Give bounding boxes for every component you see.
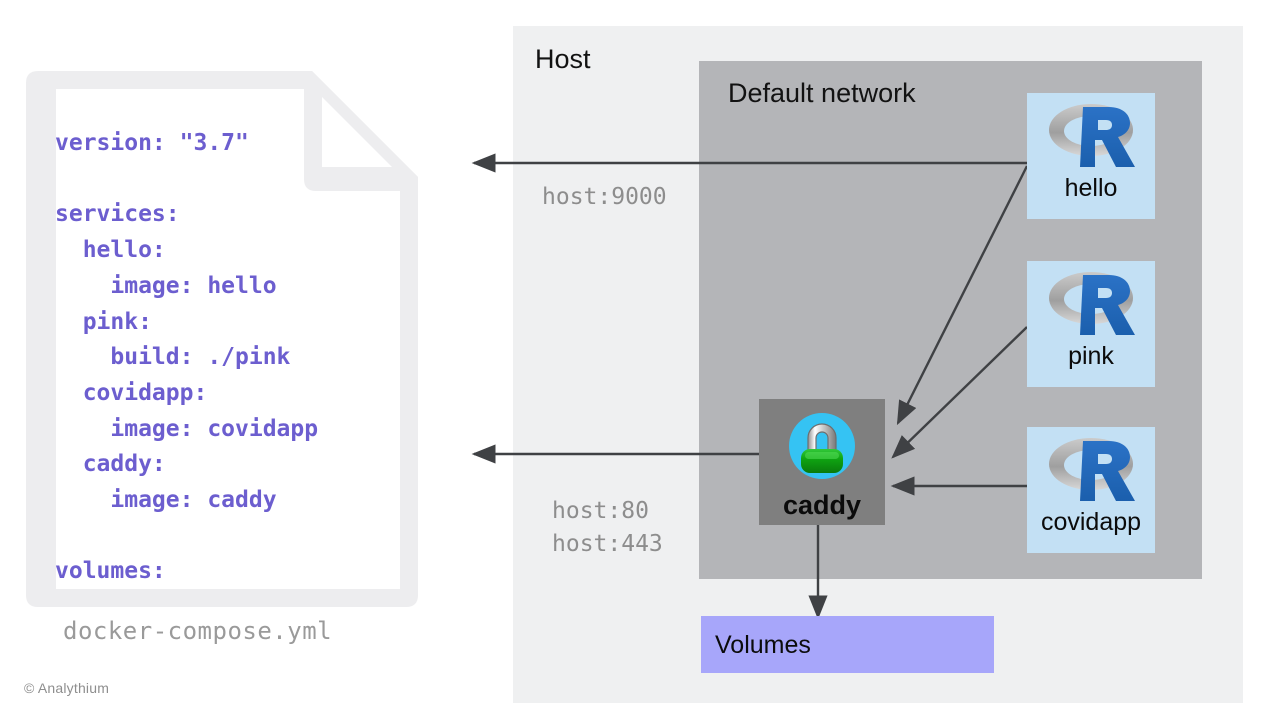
caddy-padlock-icon bbox=[780, 404, 864, 493]
container-label-hello: hello bbox=[1064, 174, 1118, 202]
container-box-hello[interactable]: hello bbox=[1027, 93, 1155, 219]
docker-compose-document-card: version: "3.7" services: hello: image: h… bbox=[22, 61, 428, 611]
volumes-box[interactable] bbox=[701, 616, 994, 673]
container-box-pink[interactable]: pink bbox=[1027, 261, 1155, 387]
r-logo-icon bbox=[1043, 431, 1139, 512]
document-filename-label: docker-compose.yml bbox=[63, 617, 333, 645]
container-box-covidapp[interactable]: covidapp bbox=[1027, 427, 1155, 553]
port-label-host-80-443: host:80 host:443 bbox=[552, 498, 663, 557]
yaml-source-text: version: "3.7" services: hello: image: h… bbox=[55, 130, 319, 585]
r-logo-icon bbox=[1043, 97, 1139, 178]
container-label-covidapp: covidapp bbox=[1040, 508, 1142, 536]
default-network-label: Default network bbox=[728, 78, 916, 108]
document-file-icon bbox=[22, 61, 428, 611]
r-logo-icon bbox=[1043, 265, 1139, 346]
container-box-caddy[interactable]: caddy bbox=[759, 399, 885, 525]
copyright-label: © Analythium bbox=[24, 680, 110, 696]
container-label-caddy: caddy bbox=[782, 490, 862, 520]
host-label: Host bbox=[535, 44, 591, 74]
port-label-host-9000: host:9000 bbox=[542, 184, 667, 210]
container-label-pink: pink bbox=[1068, 342, 1114, 370]
volumes-label: Volumes bbox=[715, 631, 811, 659]
